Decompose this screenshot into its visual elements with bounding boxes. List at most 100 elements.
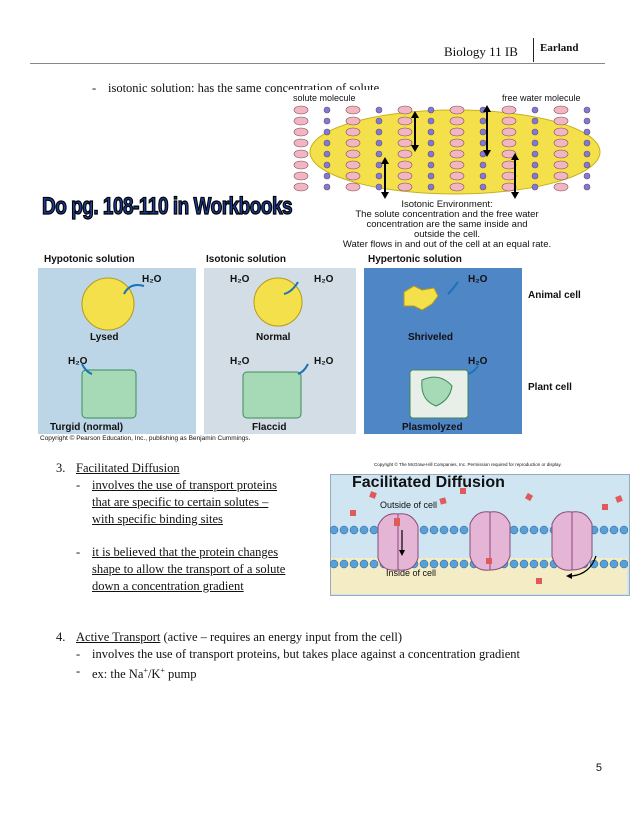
water-molecule — [428, 151, 434, 157]
flaccid-label: Flaccid — [252, 422, 286, 433]
solute-molecule — [502, 161, 516, 169]
hypotonic-heading: Hypotonic solution — [44, 254, 135, 265]
na-text: ex: the Na — [92, 667, 143, 681]
water-molecule — [532, 162, 538, 168]
phospholipid-head — [440, 526, 448, 534]
phospholipid-head — [430, 526, 438, 534]
water-molecule — [480, 184, 486, 190]
phospholipid-head — [330, 526, 338, 534]
water-molecule — [376, 107, 382, 113]
tonicity-figure: Hypotonic solution Isotonic solution Hyp… — [38, 252, 600, 444]
solute-molecule — [450, 150, 464, 158]
solute-molecule — [398, 172, 412, 180]
phospholipid-head — [510, 526, 518, 534]
water-molecule — [376, 140, 382, 146]
active-heading-line: Active Transport (active – requires an e… — [76, 629, 402, 645]
workbook-note: Do pg. 108-110 in Workbooks — [42, 194, 292, 222]
solute-molecule — [502, 183, 516, 191]
phospholipid-head — [530, 526, 538, 534]
active-bullet-1: involves the use of transport proteins, … — [92, 646, 520, 662]
solute-molecule — [554, 117, 568, 125]
water-molecule — [584, 129, 590, 135]
active-heading-rest: (active – requires an energy input from … — [160, 630, 402, 644]
facilitated-bullet-1-line-1: involves the use of transport proteins — [92, 477, 277, 493]
h2o-label: H₂O — [468, 274, 487, 285]
active-heading: Active Transport — [76, 630, 160, 644]
h2o-label: H₂O — [230, 356, 249, 367]
solute-molecule — [294, 150, 308, 158]
water-molecule — [480, 129, 486, 135]
solute-molecule — [346, 128, 360, 136]
pump-text: pump — [165, 667, 197, 681]
water-molecule — [376, 118, 382, 124]
solute-molecule — [502, 106, 516, 114]
phospholipid-head — [540, 560, 548, 568]
isotonic-heading: Isotonic solution — [206, 254, 286, 265]
water-molecule — [324, 118, 330, 124]
animal-cell-label: Animal cell — [528, 290, 581, 301]
water-molecule — [584, 118, 590, 124]
water-molecule — [584, 107, 590, 113]
bullet-dash: - — [76, 646, 80, 662]
solute-molecule — [294, 183, 308, 191]
water-molecule — [480, 173, 486, 179]
water-molecule — [376, 129, 382, 135]
water-molecule — [480, 162, 486, 168]
outside-cell-label: Outside of cell — [380, 500, 437, 510]
page-number: 5 — [596, 762, 602, 774]
h2o-label: H₂O — [142, 274, 161, 285]
plasmolyzed-label: Plasmolyzed — [402, 422, 463, 433]
water-molecule — [532, 151, 538, 157]
solute-molecule — [398, 161, 412, 169]
solute-molecule — [294, 172, 308, 180]
k-text: /K — [148, 667, 161, 681]
course-title: Biology 11 IB — [444, 44, 518, 60]
facilitated-bullet-2-line-3: down a concentration gradient — [92, 578, 244, 594]
water-molecule — [480, 118, 486, 124]
phospholipid-head — [520, 526, 528, 534]
normal-label: Normal — [256, 332, 290, 343]
solute-molecule — [398, 128, 412, 136]
plant-cell-label: Plant cell — [528, 382, 572, 393]
solute-molecule — [294, 117, 308, 125]
phospholipid-head — [420, 560, 428, 568]
pearson-copyright: Copyright © Pearson Education, Inc., pub… — [40, 435, 250, 442]
water-molecule — [324, 162, 330, 168]
header-divider — [533, 38, 534, 62]
solute-molecule — [450, 117, 464, 125]
phospholipid-head — [600, 560, 608, 568]
solute-molecule — [398, 183, 412, 191]
water-molecule — [584, 140, 590, 146]
solute-molecule — [554, 161, 568, 169]
phospholipid-head — [540, 526, 548, 534]
section-number: 4. — [56, 629, 65, 645]
solute-molecule — [450, 139, 464, 147]
membrane-diagram — [330, 474, 628, 594]
solute-molecule — [554, 172, 568, 180]
water-molecule — [428, 140, 434, 146]
water-molecule — [324, 107, 330, 113]
water-molecule — [428, 107, 434, 113]
facilitated-diffusion-figure: Copyright © The McGraw-Hill Companies, I… — [326, 462, 628, 598]
water-molecule — [324, 140, 330, 146]
water-molecule — [584, 173, 590, 179]
water-molecule — [428, 184, 434, 190]
solute-molecule — [450, 183, 464, 191]
solute-molecule — [346, 161, 360, 169]
solute-molecule — [502, 117, 516, 125]
water-molecule — [324, 173, 330, 179]
solute-molecule — [502, 139, 516, 147]
free-water-label: free water molecule — [500, 93, 583, 103]
solute-molecule — [294, 139, 308, 147]
solute-molecule — [398, 117, 412, 125]
phospholipid-head — [450, 560, 458, 568]
phospholipid-head — [620, 560, 628, 568]
phospholipid-head — [610, 526, 618, 534]
phospholipid-head — [340, 560, 348, 568]
solute-molecule — [554, 150, 568, 158]
bullet-dash: - — [76, 477, 80, 493]
solute-molecule — [554, 183, 568, 191]
solute-molecule — [294, 161, 308, 169]
solute-molecule — [450, 161, 464, 169]
facilitated-heading: Facilitated Diffusion — [76, 460, 180, 476]
